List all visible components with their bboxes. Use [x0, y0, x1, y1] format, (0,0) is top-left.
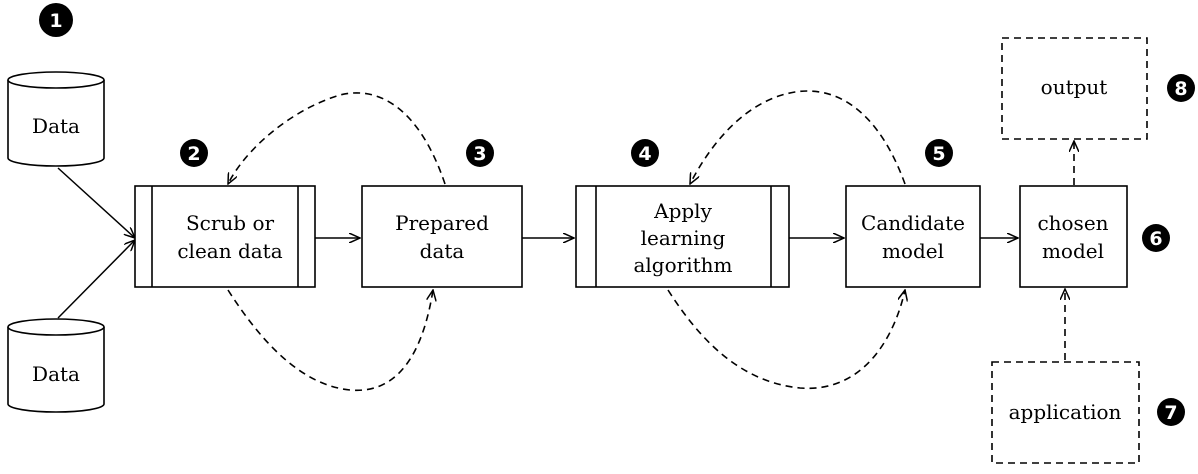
apply-label-line-2: learning: [641, 226, 726, 250]
apply-label-line-1: Apply: [653, 199, 712, 223]
svg-text:7: 7: [1164, 402, 1177, 424]
svg-text:5: 5: [932, 143, 945, 165]
prepared-label-line-2: data: [420, 239, 465, 263]
chosen-model-box: chosen model: [1019, 185, 1128, 288]
step-badge-4: 4: [631, 139, 659, 167]
step-badge-5: 5: [925, 139, 953, 167]
loop-prepared-to-scrub: [228, 92, 446, 184]
apply-learning-algorithm-process: Apply learning algorithm: [575, 185, 790, 288]
step-badge-7: 7: [1157, 398, 1185, 426]
svg-text:3: 3: [473, 143, 486, 165]
scrub-label-line-1: Scrub or: [186, 211, 275, 235]
svg-text:1: 1: [49, 10, 62, 32]
apply-label-line-3: algorithm: [633, 253, 732, 277]
loop-apply-to-candidate: [667, 290, 905, 389]
svg-text:8: 8: [1174, 78, 1187, 100]
output-label: output: [1041, 75, 1108, 99]
loop-scrub-to-prepared: [227, 290, 433, 391]
step-badge-8: 8: [1167, 74, 1195, 102]
arrow-data-top-to-scrub: [57, 167, 135, 238]
step-badge-1: 1: [39, 3, 73, 37]
scrub-label-line-2: clean data: [177, 239, 282, 263]
data-source-bottom: Data: [7, 318, 105, 413]
chosen-label-line-1: chosen: [1037, 211, 1108, 235]
prepared-data-box: Prepared data: [361, 185, 523, 288]
application-box: application: [991, 361, 1140, 464]
data-source-top: Data: [7, 71, 105, 167]
data-source-top-label: Data: [32, 114, 80, 138]
svg-text:6: 6: [1149, 228, 1162, 250]
candidate-model-box: Candidate model: [845, 185, 981, 288]
step-badge-2: 2: [180, 139, 208, 167]
candidate-label-line-2: model: [882, 239, 944, 263]
step-badge-6: 6: [1142, 224, 1170, 252]
scrub-clean-data-process: Scrub or clean data: [134, 185, 316, 288]
arrow-data-bottom-to-scrub: [57, 240, 135, 319]
application-label: application: [1009, 400, 1122, 424]
loop-candidate-to-apply: [690, 90, 906, 184]
chosen-label-line-2: model: [1042, 239, 1104, 263]
candidate-label-line-1: Candidate: [861, 211, 965, 235]
output-box: output: [1001, 37, 1148, 140]
svg-text:2: 2: [187, 143, 200, 165]
prepared-label-line-1: Prepared: [395, 211, 489, 235]
svg-text:4: 4: [638, 143, 651, 165]
step-badge-3: 3: [466, 139, 494, 167]
data-source-bottom-label: Data: [32, 362, 80, 386]
